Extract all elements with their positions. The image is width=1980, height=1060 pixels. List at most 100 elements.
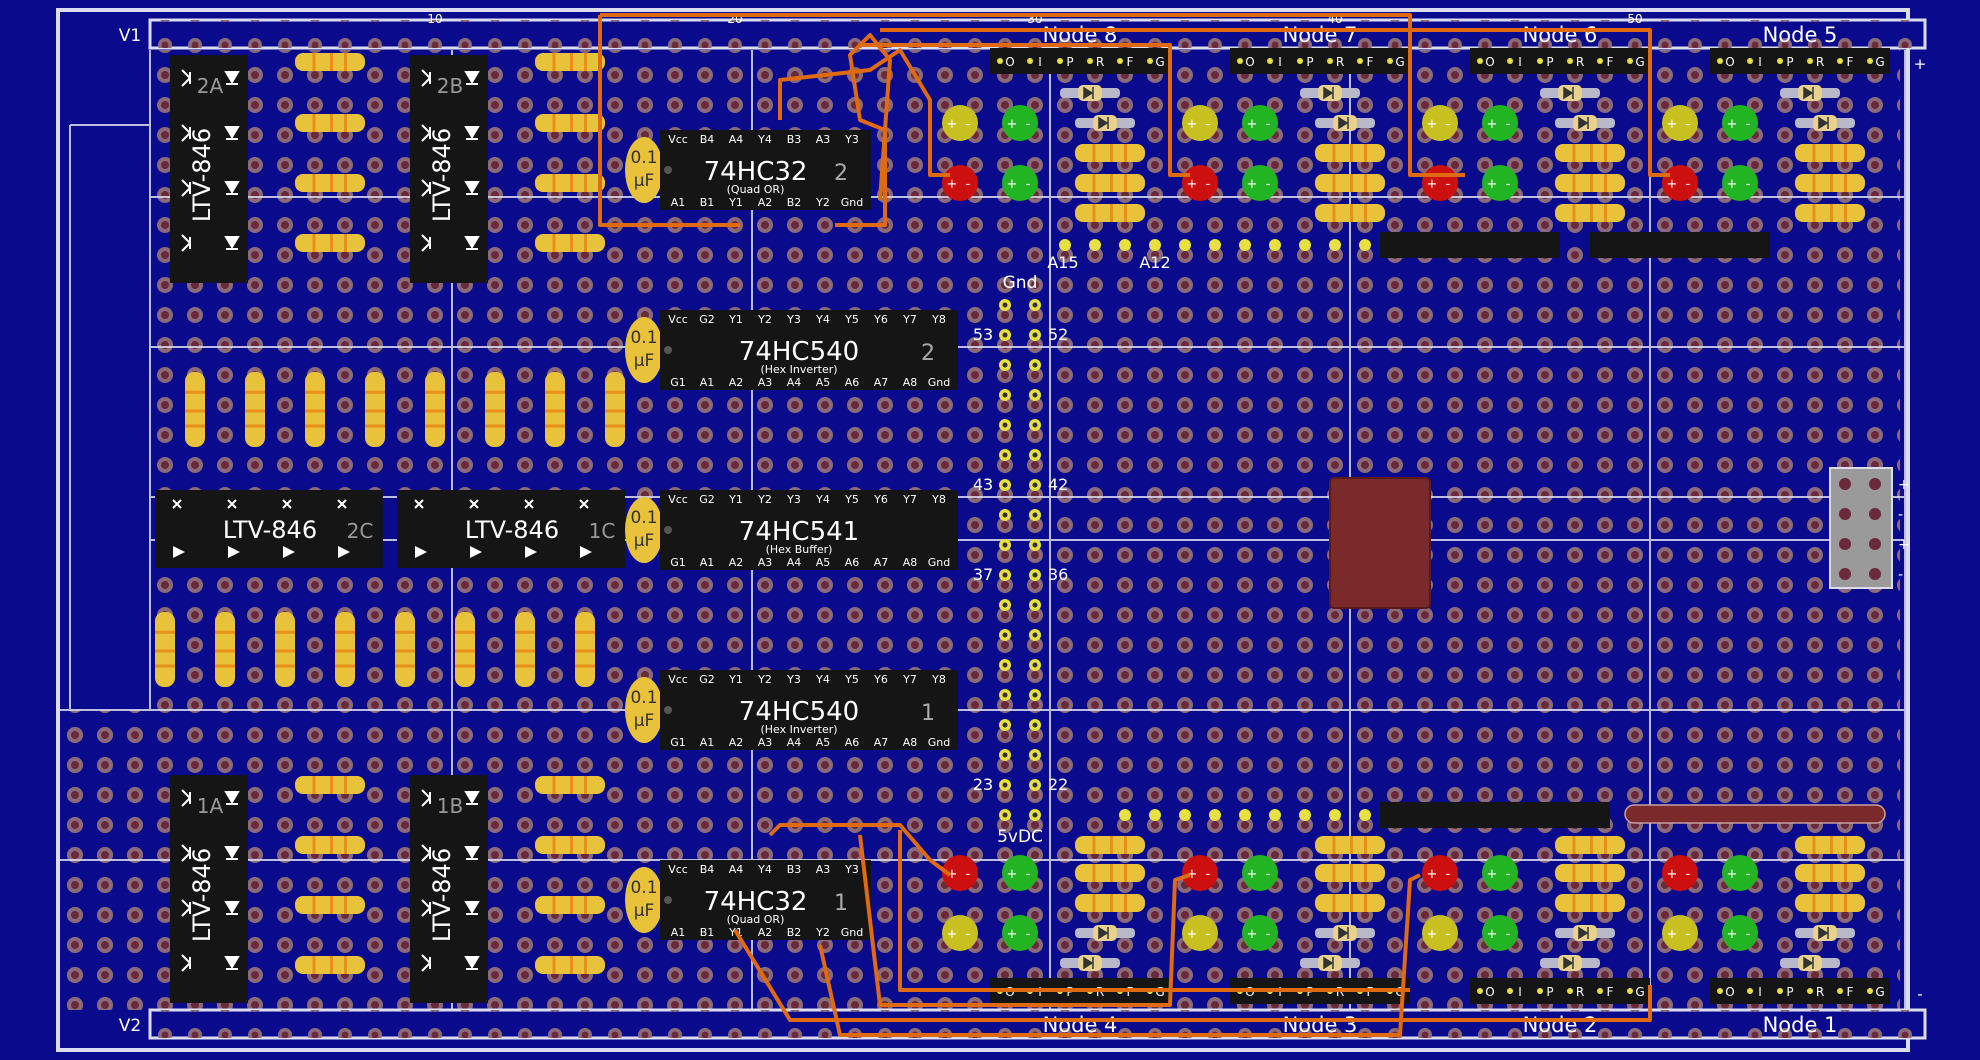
led-plus: + xyxy=(1667,867,1678,882)
led-minus: - xyxy=(1446,867,1451,882)
pin-label: O xyxy=(1485,55,1494,69)
led: +- xyxy=(1722,105,1758,141)
led-minus: - xyxy=(1686,927,1691,942)
transistor-symbol xyxy=(172,499,182,509)
ic-pin-bottom: A7 xyxy=(874,376,889,389)
ic-pin-top: Y4 xyxy=(757,133,772,146)
rail-label-v2: V2 xyxy=(119,1016,141,1036)
led-body xyxy=(1722,855,1758,891)
ic-pin-bottom: G1 xyxy=(670,736,686,749)
ic-pin-top: A3 xyxy=(816,133,831,146)
pin-dot xyxy=(1867,988,1873,994)
ic-pin-bottom: A3 xyxy=(758,556,773,569)
header-pin xyxy=(1209,239,1221,251)
transistor-symbol xyxy=(579,499,589,509)
led-body xyxy=(1182,165,1218,201)
diode-symbol xyxy=(224,236,240,250)
led-minus: - xyxy=(1026,867,1031,882)
ruler-mark: 50 xyxy=(1627,12,1642,26)
ruler-mark: 10 xyxy=(427,12,442,26)
diode xyxy=(1795,115,1855,131)
diode-symbol xyxy=(224,791,240,805)
ic-pin-bottom: Y2 xyxy=(815,196,830,209)
led-plus: + xyxy=(1247,927,1258,942)
resistor xyxy=(1795,144,1865,162)
led: +- xyxy=(1002,105,1038,141)
ic-pin-top: Vcc xyxy=(668,863,688,876)
opto-label: LTV-846 xyxy=(428,128,456,222)
diode xyxy=(1315,925,1375,941)
led-plus: + xyxy=(1187,867,1198,882)
resistor xyxy=(335,612,355,687)
pin-dot xyxy=(1357,58,1363,64)
transistor-symbol xyxy=(181,69,191,87)
led-body xyxy=(1722,105,1758,141)
diode-symbol xyxy=(224,71,240,85)
node-label-top: Node 6 xyxy=(1523,23,1598,47)
led: +- xyxy=(1722,165,1758,201)
ic-pin-top: Y3 xyxy=(844,133,859,146)
ic-pin-top: B4 xyxy=(700,133,715,146)
led-minus: - xyxy=(1506,177,1511,192)
transistor-symbol xyxy=(181,954,191,972)
pin-dot xyxy=(1567,58,1573,64)
pin-label: F xyxy=(1607,985,1614,999)
diode-symbol xyxy=(338,546,350,558)
header-pin xyxy=(1179,809,1191,821)
resistor xyxy=(295,53,365,71)
diode-symbol xyxy=(224,901,240,915)
led-body xyxy=(1482,915,1518,951)
led: +- xyxy=(942,915,978,951)
pin-dot xyxy=(1147,58,1153,64)
resistor xyxy=(535,956,605,974)
resistor xyxy=(1315,144,1385,162)
led: +- xyxy=(1182,915,1218,951)
led-body xyxy=(1662,105,1698,141)
ic-pin-top: Y1 xyxy=(728,493,743,506)
led: +- xyxy=(1482,165,1518,201)
diode xyxy=(1780,955,1840,971)
ic-pin-top: Y6 xyxy=(873,673,888,686)
ic-body xyxy=(660,490,958,570)
pin-dot xyxy=(1267,58,1273,64)
led: +- xyxy=(1002,855,1038,891)
opto-tag: 1C xyxy=(589,519,616,543)
diode-symbol xyxy=(224,181,240,195)
capacitor xyxy=(625,677,663,743)
node-label-top: Node 5 xyxy=(1763,23,1838,47)
led: +- xyxy=(1182,165,1218,201)
led-plus: + xyxy=(1247,867,1258,882)
led: +- xyxy=(1482,105,1518,141)
resistor xyxy=(395,612,415,687)
led: +- xyxy=(1182,105,1218,141)
led-body xyxy=(1422,105,1458,141)
ic-pin-top: Y1 xyxy=(728,313,743,326)
pin-header-top xyxy=(990,48,1170,74)
led-plus: + xyxy=(1427,867,1438,882)
capacitor-unit: µF xyxy=(634,711,655,731)
opto-body xyxy=(170,55,248,283)
rail-label-v1: V1 xyxy=(119,26,141,46)
led-plus: + xyxy=(1427,177,1438,192)
led: +- xyxy=(1422,105,1458,141)
led-plus: + xyxy=(1247,177,1258,192)
opto-body xyxy=(410,55,488,283)
ic-pin-bottom: Y2 xyxy=(815,926,830,939)
pin-label: R xyxy=(1096,55,1104,69)
ic-pin-top: Y7 xyxy=(902,673,917,686)
led-body xyxy=(942,915,978,951)
resistor xyxy=(295,896,365,914)
ic-body xyxy=(660,670,958,750)
header-strip xyxy=(1380,232,1560,258)
resistor xyxy=(1075,864,1145,882)
capacitor-unit: µF xyxy=(634,171,655,191)
resistor xyxy=(295,776,365,794)
diode-symbol xyxy=(464,126,480,140)
pin-label: P xyxy=(1066,55,1073,69)
pin-dot xyxy=(1627,58,1633,64)
resistor xyxy=(1075,836,1145,854)
pin-dot xyxy=(1477,58,1483,64)
